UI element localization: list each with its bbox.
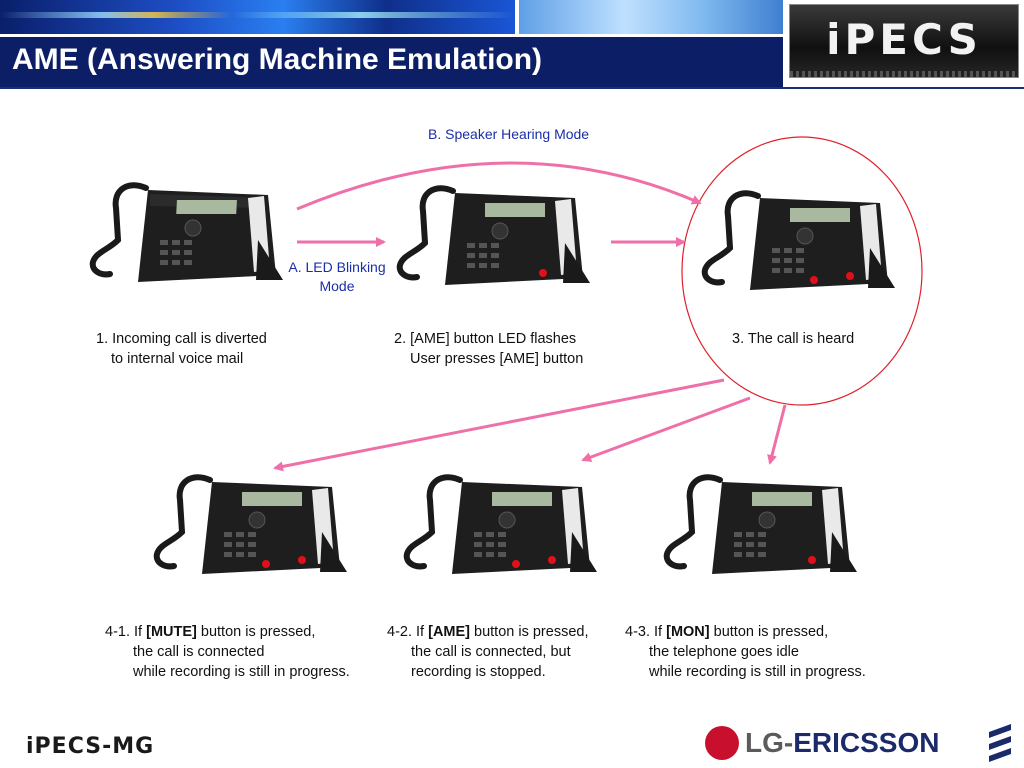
ip-phone-1 — [89, 182, 283, 282]
ericsson-mark-icon — [989, 724, 1011, 762]
arrow-to-4-2 — [581, 396, 751, 462]
mute-button-ref: [MUTE] — [146, 624, 197, 640]
ame-led — [539, 269, 547, 277]
header-banner-image-right — [519, 0, 783, 34]
ip-phone-4-1 — [153, 474, 347, 574]
step-3-line-1: 3. The call is heard — [732, 331, 855, 347]
title-bar — [0, 37, 783, 87]
step-2-caption: 2. [AME] button LED flashes User presses… — [394, 329, 583, 369]
step-4-2-prefix: 4-2. If — [387, 624, 429, 640]
lg-ericsson-text: LG-ERICSSON — [745, 727, 939, 759]
ipecs-logo-text: iPECS — [826, 15, 982, 64]
arrow-speaker-mode — [296, 161, 702, 211]
step-4-3-prefix: 4-3. If — [625, 624, 667, 640]
ame-led — [846, 272, 854, 280]
ericsson-wordmark: ERICSSON — [793, 727, 940, 758]
arrow-to-4-1 — [273, 378, 725, 472]
speaker-hearing-mode-label: B. Speaker Hearing Mode — [428, 126, 590, 142]
step-4-2-suffix: button is pressed, — [470, 624, 589, 640]
step-4-2-line-3: recording is stopped. — [411, 664, 546, 680]
step-4-1-suffix: button is pressed, — [196, 624, 316, 640]
speaker-led — [512, 560, 520, 568]
step-4-3-line-3: while recording is still in progress. — [649, 664, 866, 680]
highlight-circle — [681, 136, 923, 406]
led-blinking-line-2: Mode — [319, 278, 355, 294]
step-4-1-caption: 4-1. If [MUTE] button is pressed, the ca… — [105, 622, 350, 682]
step-4-1-line-3: while recording is still in progress. — [133, 664, 350, 680]
arrow-to-4-3 — [767, 404, 787, 465]
ip-phone-4-3 — [663, 474, 857, 574]
logo-dash: - — [783, 727, 794, 758]
led-blinking-line-1: A. LED Blinking — [288, 259, 386, 275]
mon-button-ref: [MON] — [666, 624, 710, 640]
step-4-3-line-1: 4-3. If [MON] button is pressed, — [625, 622, 866, 642]
step-2-line-1: 2. [AME] button LED flashes — [394, 331, 577, 347]
ip-phone-3 — [701, 190, 895, 290]
page-title: AME (Answering Machine Emulation) — [12, 43, 543, 76]
step-4-2-line-1: 4-2. If [AME] button is pressed, — [387, 622, 589, 642]
step-4-1-line-2: the call is connected — [133, 644, 265, 660]
header-banner-image — [0, 0, 515, 34]
step-3-caption: 3. The call is heard — [732, 329, 854, 349]
lg-wordmark: LG — [745, 727, 784, 758]
step-4-3-line-2: the telephone goes idle — [649, 644, 799, 660]
ame-led — [808, 556, 816, 564]
logo-stripe — [790, 71, 1018, 77]
step-4-2-caption: 4-2. If [AME] button is pressed, the cal… — [387, 622, 589, 682]
speaker-led — [810, 276, 818, 284]
step-1-caption: 1. Incoming call is diverted to internal… — [96, 329, 267, 369]
ame-led — [298, 556, 306, 564]
step-4-2-line-2: the call is connected, but — [411, 644, 571, 660]
step-4-3-suffix: button is pressed, — [709, 624, 829, 640]
lg-face-icon — [705, 726, 739, 760]
ame-led — [548, 556, 556, 564]
step-4-1-line-1: 4-1. If [MUTE] button is pressed, — [105, 622, 350, 642]
step-4-3-caption: 4-3. If [MON] button is pressed, the tel… — [625, 622, 866, 682]
ame-button-ref: [AME] — [428, 624, 470, 640]
step-2-line-2: User presses [AME] button — [410, 351, 584, 367]
step-1-line-1: 1. Incoming call is diverted — [96, 331, 267, 347]
title-underline — [0, 87, 1024, 89]
step-1-line-2: to internal voice mail — [111, 351, 244, 367]
led-blinking-mode-label: A. LED Blinking Mode — [286, 258, 388, 296]
ip-phone-4-2 — [403, 474, 597, 574]
ip-phone-2 — [396, 185, 590, 285]
ipecs-mg-logo: iPECS-MG — [26, 734, 155, 759]
mute-led — [262, 560, 270, 568]
step-4-1-prefix: 4-1. If — [105, 624, 147, 640]
ipecs-logo: iPECS — [789, 4, 1019, 78]
